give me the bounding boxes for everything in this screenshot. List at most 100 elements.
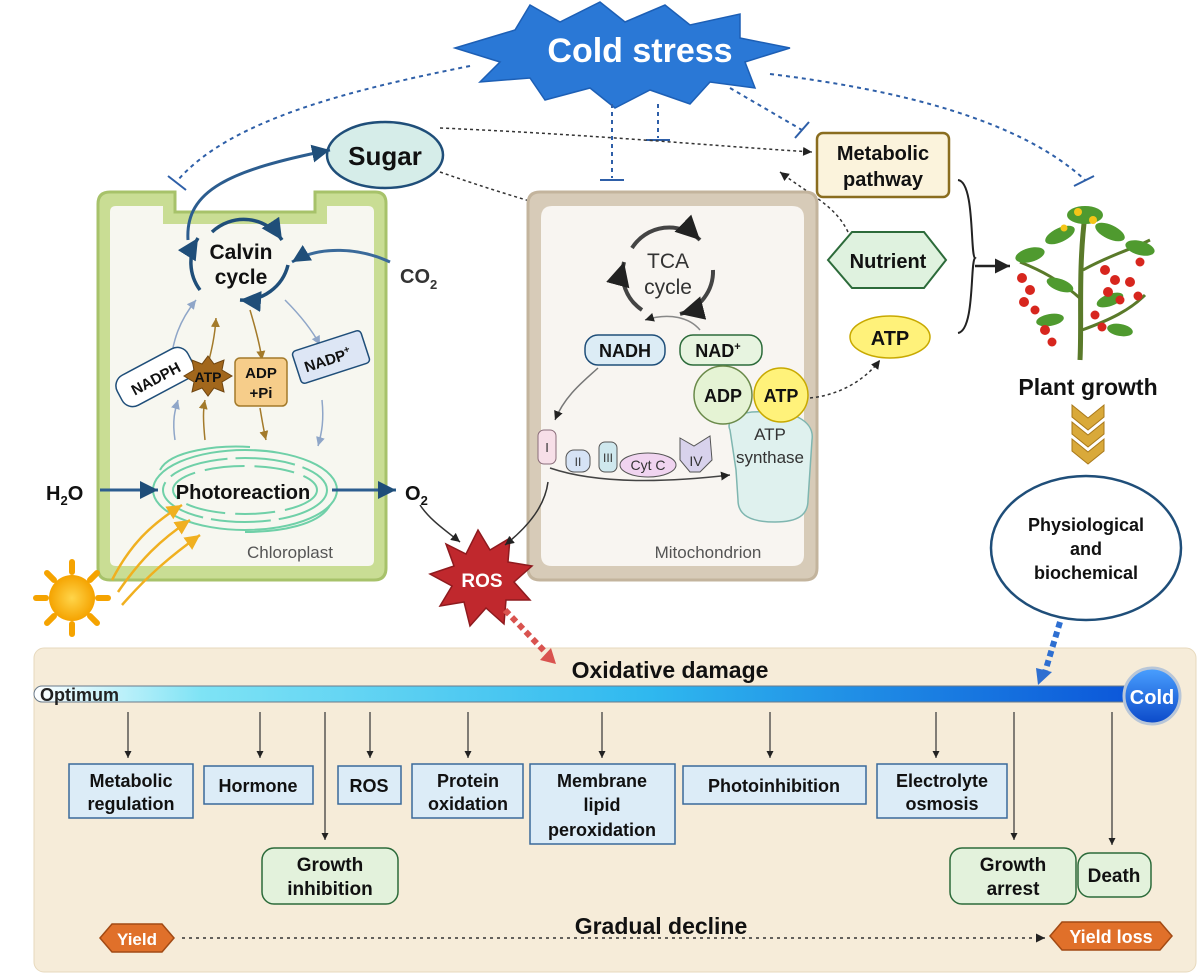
ros-damage-arrow <box>502 607 551 658</box>
cold-node: Cold <box>1122 666 1182 726</box>
o2-label: O2 <box>405 483 428 508</box>
metabolic-pathway-box: Metabolic pathway <box>815 131 951 199</box>
calvin-to-sugar-arrow <box>186 144 331 241</box>
tca-line-2: cycle <box>644 276 692 299</box>
physio-cold-arrowhead <box>1036 668 1052 685</box>
growth-inhibition-line-1: Growth <box>297 855 364 876</box>
metabolic-line-1: Metabolic <box>837 143 929 165</box>
sunlight-rays <box>110 503 201 606</box>
physio-line-2: and <box>1070 539 1102 559</box>
ros-label: ROS <box>461 571 502 592</box>
temperature-gradient-bar <box>33 685 1155 703</box>
nutrient-label: Nutrient <box>850 251 927 273</box>
synthase-line-1: ATP <box>754 425 786 444</box>
physio-line-3: biochemical <box>1034 563 1138 583</box>
death-label: Death <box>1088 866 1141 887</box>
complex-iv: IV <box>689 453 703 469</box>
effect-protein-oxidation: Protein oxidation <box>411 763 524 819</box>
effect-arrows <box>124 712 1116 845</box>
synthase-line-2: synthase <box>736 448 804 467</box>
sugar-label: Sugar <box>348 141 422 171</box>
co2-text: CO <box>400 266 430 288</box>
plant-growth-label: Plant growth <box>1018 374 1157 400</box>
atp-export-arrow <box>809 359 881 399</box>
cold-label: Cold <box>1130 687 1174 709</box>
mito-to-ros-arrow <box>504 481 549 546</box>
adp-label: ADP <box>245 365 277 382</box>
membrane-line-2: lipid <box>584 795 621 815</box>
yield-loss-node: Yield loss <box>1049 921 1173 951</box>
nad-text: NAD <box>695 341 734 361</box>
effect-growth-inhibition: Growth inhibition <box>261 847 399 905</box>
chloroplast-label: Chloroplast <box>247 543 333 562</box>
calvin-line-1: Calvin <box>209 241 272 264</box>
h2o-text: H <box>46 483 60 505</box>
calvin-cycle: Calvin cycle <box>177 216 290 312</box>
mito-atp-label: ATP <box>764 386 799 406</box>
o2-sub: 2 <box>421 493 428 508</box>
nadh-label: NADH <box>599 341 651 361</box>
nad-node: NAD+ <box>679 334 763 366</box>
effect-membrane-lipid-peroxidation: Membrane lipid peroxidation <box>529 763 676 845</box>
yield-node: Yield <box>99 923 175 953</box>
tca-cycle: TCA cycle <box>606 214 716 320</box>
metabolic-regulation-line-1: Metabolic <box>89 771 172 791</box>
chevron-down-icon <box>1071 403 1105 465</box>
hormone-label: Hormone <box>218 776 297 796</box>
cold-stress-title: Cold stress <box>547 32 732 70</box>
sugar-node: Sugar <box>325 120 445 190</box>
nad-arrow <box>644 312 701 331</box>
nadp-sup: + <box>342 344 351 356</box>
growth-arrest-line-1: Growth <box>980 855 1047 876</box>
o2-to-ros-arrow <box>419 504 461 543</box>
calvin-line-2: cycle <box>215 266 268 289</box>
mitochondrion-label: Mitochondrion <box>655 543 762 562</box>
tca-line-1: TCA <box>647 250 689 273</box>
metabolic-line-2: pathway <box>843 169 924 191</box>
mito-adp-node: ADP <box>693 365 753 425</box>
mito-adp-label: ADP <box>704 386 742 406</box>
electron-flow-arrow <box>549 467 731 482</box>
nadh-to-complex-arrow <box>554 367 599 421</box>
protein-line-2: oxidation <box>428 794 508 814</box>
membrane-line-3: peroxidation <box>548 820 656 840</box>
gradual-decline-label: Gradual decline <box>575 913 748 939</box>
nadh-node: NADH <box>584 334 666 366</box>
cyt-c: Cyt C <box>631 457 666 473</box>
inhibition-lines <box>167 65 1095 191</box>
ros-effect-label: ROS <box>349 776 388 796</box>
oxidative-damage-label: Oxidative damage <box>572 657 769 683</box>
electrolyte-line-1: Electrolyte <box>896 771 988 791</box>
co2-sub: 2 <box>430 277 437 292</box>
complex-iii: III <box>603 451 613 465</box>
adp-pi-node: ADP +Pi <box>234 357 288 407</box>
nad-label: NAD+ <box>695 341 740 361</box>
nutrient-node: Nutrient <box>826 231 948 289</box>
atp-synthase: ATP synthase <box>728 411 813 523</box>
effect-electrolyte-osmosis: Electrolyte osmosis <box>876 763 1008 819</box>
pi-label: +Pi <box>250 385 273 402</box>
effect-death: Death <box>1077 852 1152 898</box>
physio-cold-arrow <box>1042 621 1063 673</box>
photoinhibition-label: Photoinhibition <box>708 776 840 796</box>
h2o-o: O <box>68 483 84 505</box>
co2-label: CO2 <box>400 266 437 292</box>
sugar-arrows <box>439 127 813 232</box>
metabolic-regulation-line-2: regulation <box>87 794 174 814</box>
atp-star-label: ATP <box>195 369 222 385</box>
effect-ros: ROS <box>337 765 402 805</box>
nad-sup: + <box>734 341 740 353</box>
thylakoid <box>152 445 338 533</box>
complex-ii: II <box>575 455 582 469</box>
cold-stress-burst: Cold stress <box>452 1 791 109</box>
growth-arrest-line-2: arrest <box>987 879 1040 900</box>
ros-burst: ROS <box>428 528 534 628</box>
sun-icon <box>33 559 111 637</box>
effect-hormone: Hormone <box>203 765 314 805</box>
atp-star: ATP <box>183 355 233 397</box>
atp-label: ATP <box>871 328 910 350</box>
h2o-sub: 2 <box>60 493 67 508</box>
effect-photoinhibition: Photoinhibition <box>682 765 867 805</box>
optimum-label: Optimum <box>40 685 119 705</box>
